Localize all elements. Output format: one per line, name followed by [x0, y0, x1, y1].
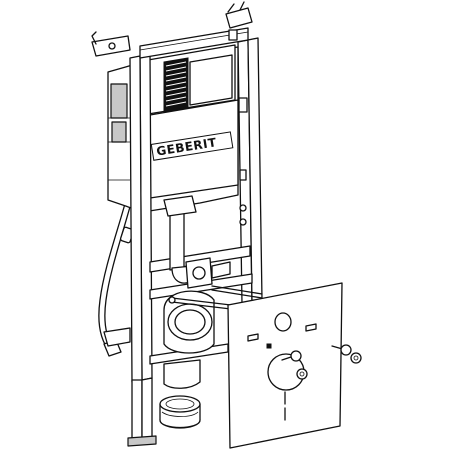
water-supply-connection	[185, 257, 231, 289]
hatch-line	[165, 91, 187, 97]
hatch-line	[165, 71, 187, 77]
insulation-plate	[227, 282, 343, 449]
actuator-opening	[147, 44, 236, 115]
brand-logo: GEBERIT	[150, 131, 234, 161]
hatch-line	[165, 61, 187, 67]
bolts-and-washers	[281, 344, 362, 380]
hatch-line	[165, 66, 187, 72]
hatch-line	[165, 101, 187, 107]
hatch-line	[165, 86, 187, 92]
hatch-line	[165, 81, 187, 87]
hatch-line	[165, 96, 187, 102]
actuator-hatching	[165, 61, 187, 107]
pipe-connector	[159, 395, 201, 429]
outlet-pipe	[163, 290, 215, 389]
hatch-line	[165, 76, 187, 82]
wall-brackets	[91, 1, 253, 347]
